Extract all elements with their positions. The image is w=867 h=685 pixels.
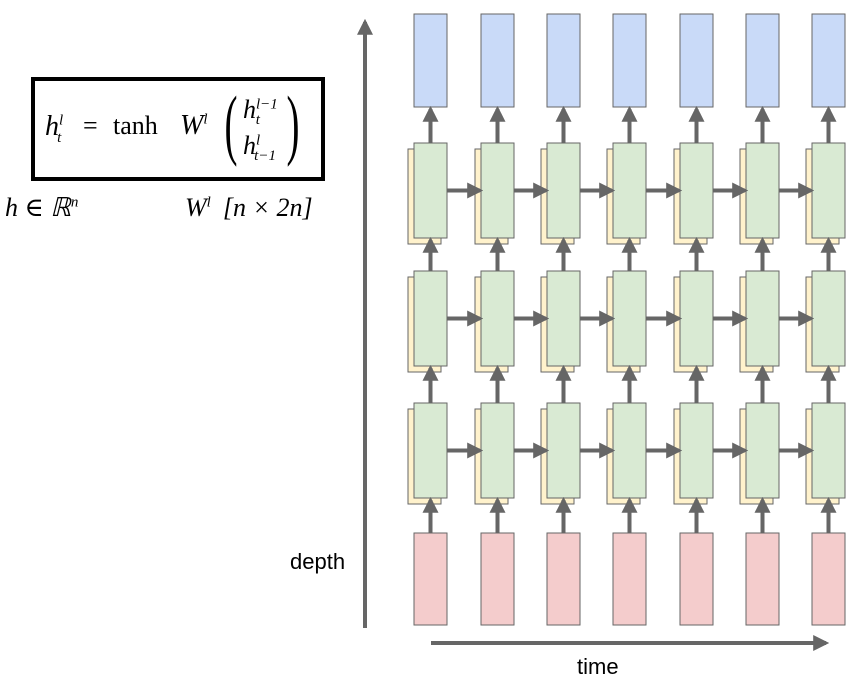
hidden-state-box [546,402,581,499]
hidden-state-box [546,270,581,367]
hidden-state-box [811,270,846,367]
formula-paren-right: ) [286,80,300,167]
depth-axis-label: depth [290,549,346,574]
hidden-state-box [480,270,515,367]
formula-paren-left: ( [224,80,238,167]
hidden-state-box [413,142,448,239]
output-box [480,13,515,108]
input-box [413,532,448,626]
formula-lhs: hlt [45,111,64,146]
output-box [811,13,846,108]
hidden-state-box [413,270,448,367]
output-box [413,13,448,108]
input-box [679,532,714,626]
hidden-state-box [612,402,647,499]
output-box [679,13,714,108]
formula-box: hlt = tanh Wl ( hl−1t hlt−1 ) [31,77,325,181]
weight-dims-note: Wl[n × 2n] [185,193,313,222]
hidden-space-note: h ∈ ℝn [5,193,79,222]
formula-vector-top: hl−1t [243,95,278,129]
hidden-state-box [745,142,780,239]
input-box [811,532,846,626]
formula-equals: = [83,111,98,140]
output-box [745,13,780,108]
hidden-state-box [480,142,515,239]
output-box [612,13,647,108]
hidden-state-box [745,270,780,367]
input-box [612,532,647,626]
hidden-state-box [811,142,846,239]
input-box [480,532,515,626]
formula-tanh: tanh [113,111,158,140]
hidden-state-box [679,402,714,499]
hidden-state-box [546,142,581,239]
time-axis-label: time [577,654,619,679]
input-box [745,532,780,626]
hidden-state-box [612,142,647,239]
hidden-state-box [679,142,714,239]
hidden-state-box [612,270,647,367]
hidden-state-box [413,402,448,499]
output-box [546,13,581,108]
formula-vector-bottom: hlt−1 [243,131,276,165]
input-box [546,532,581,626]
hidden-state-box [811,402,846,499]
hidden-state-box [480,402,515,499]
hidden-state-box [679,270,714,367]
formula-weight: Wl [180,110,208,141]
hidden-state-box [745,402,780,499]
